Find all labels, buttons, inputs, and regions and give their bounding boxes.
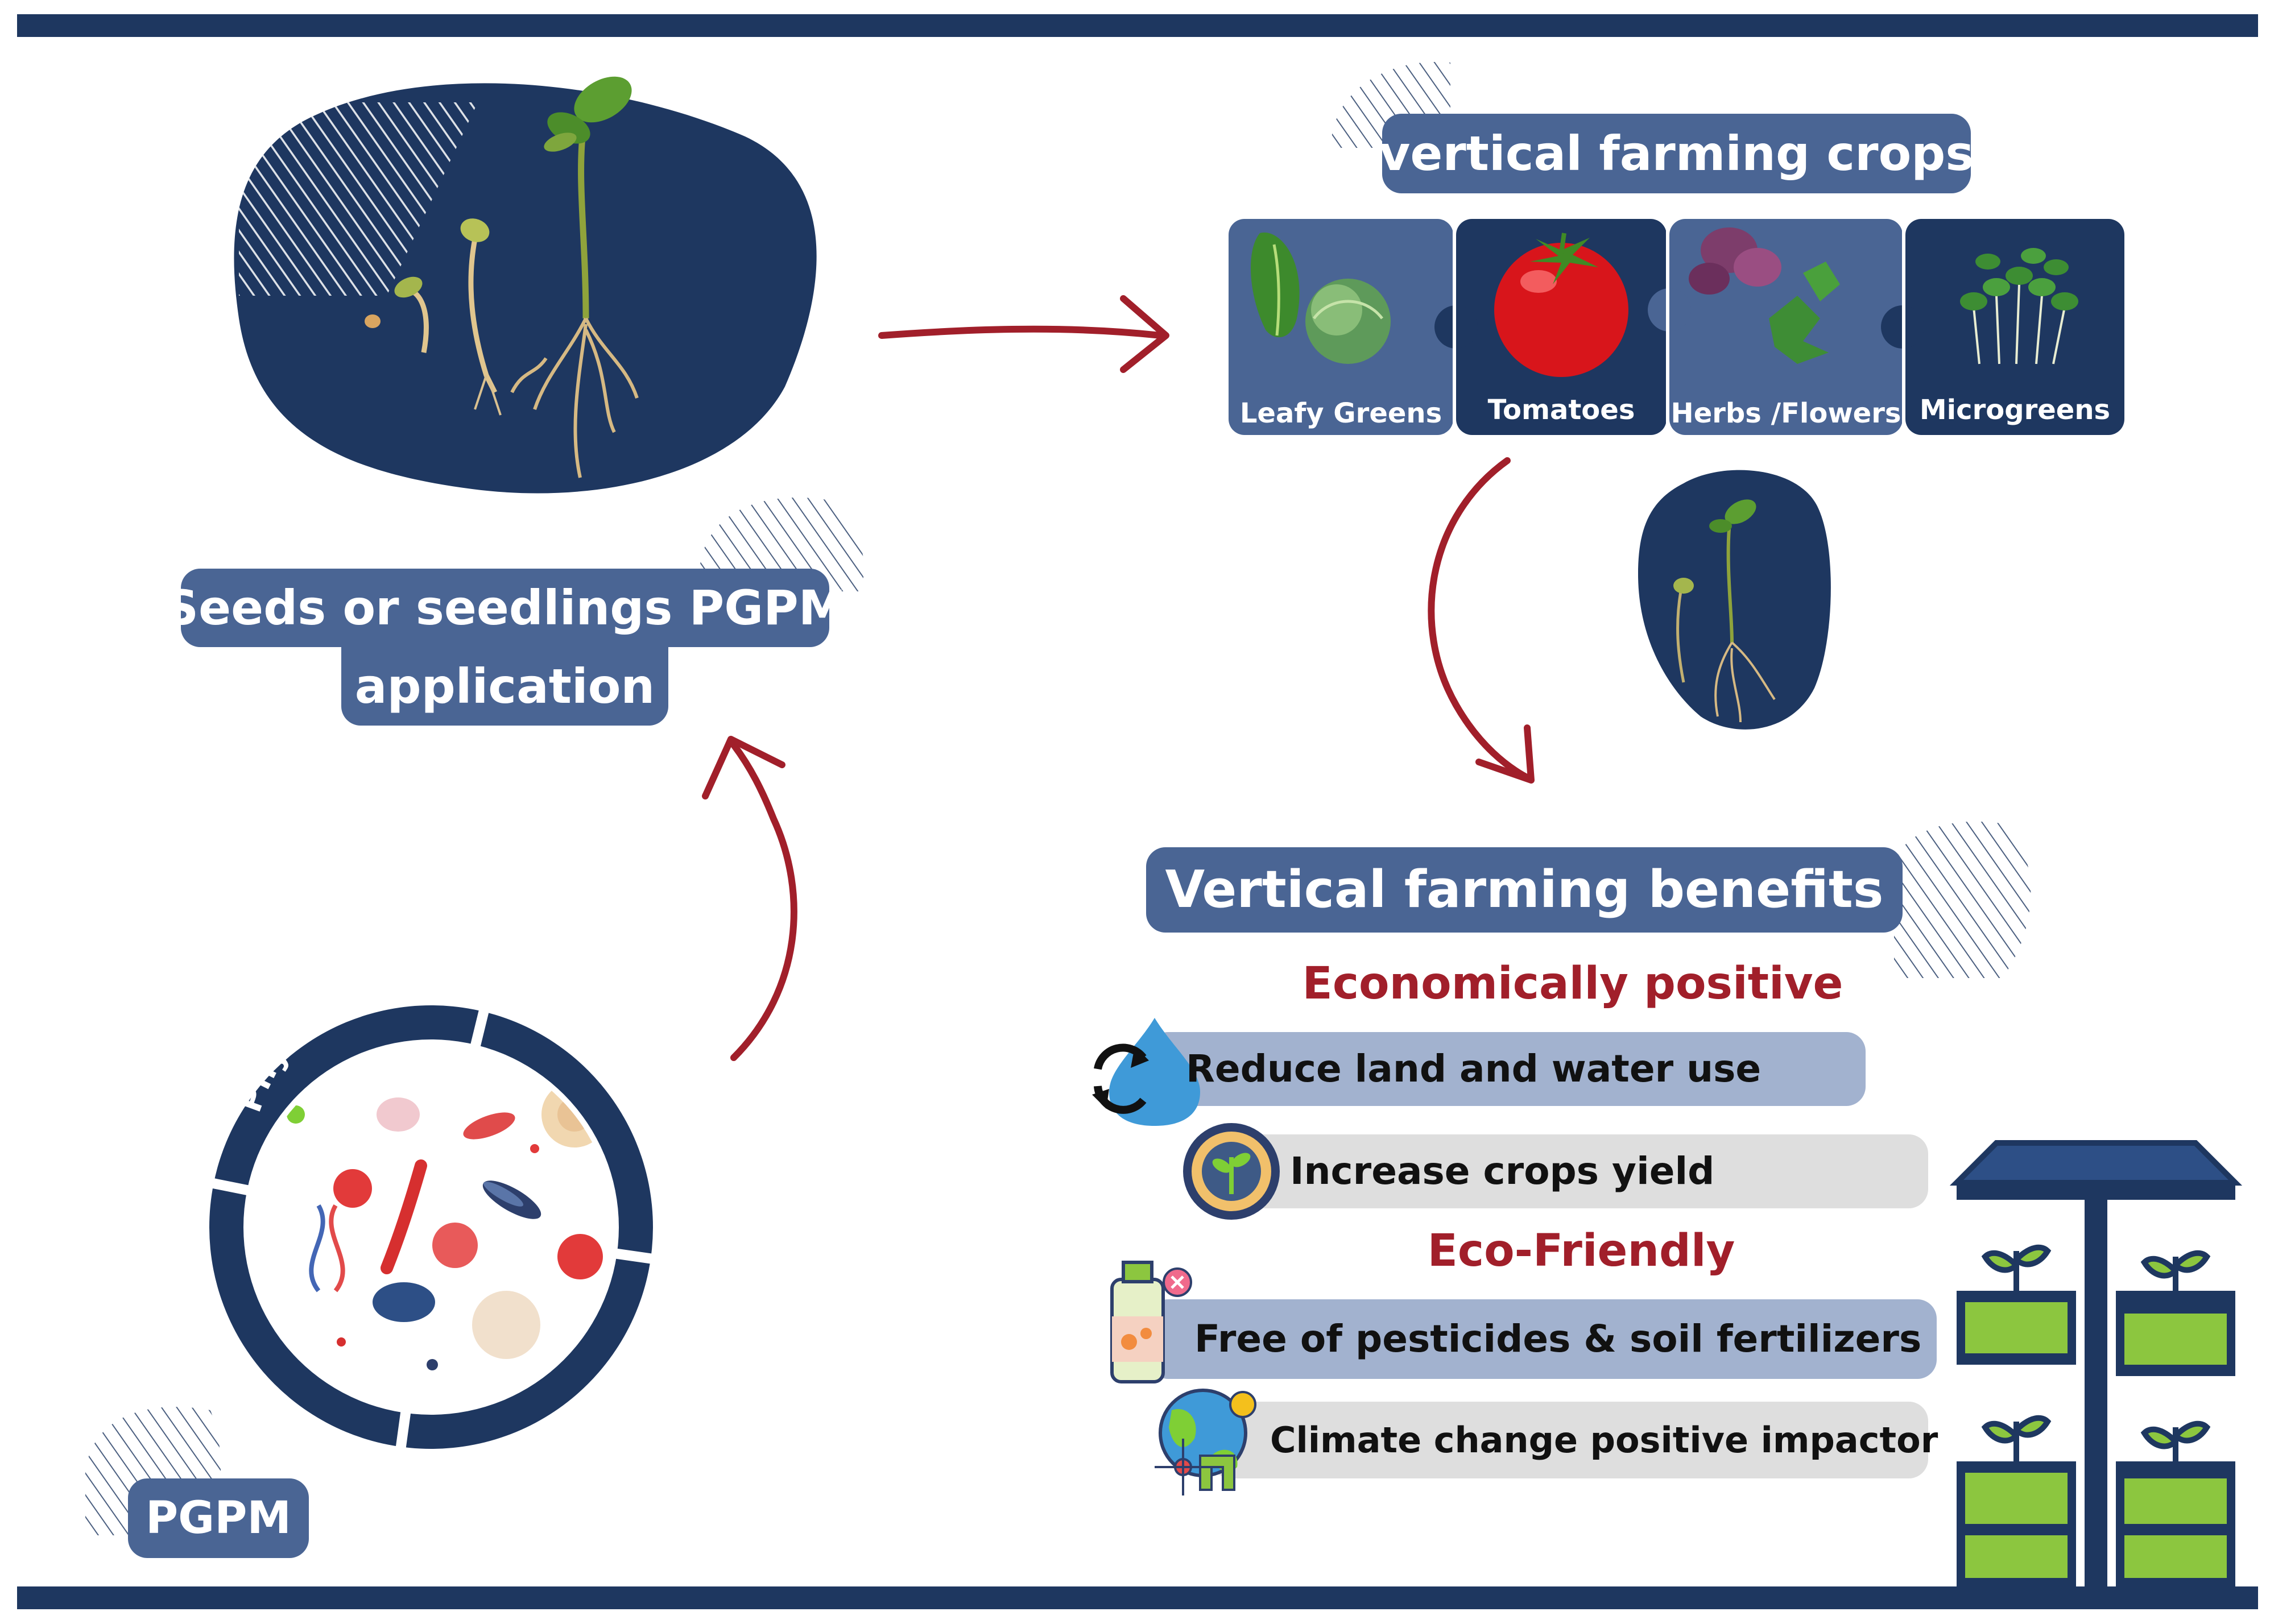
- arrow-pgpm-to-seeds: [730, 741, 797, 1061]
- pgpm-label: PGPM: [128, 1478, 309, 1558]
- benefit-label-pesticides: Free of pesticides & soil fertilizers: [1194, 1317, 1922, 1361]
- benefit-bar-yield: [1209, 1134, 1928, 1208]
- eco-heading: Eco-Friendly: [1427, 1225, 1735, 1277]
- arrow-crops-to-benefits: [1428, 457, 1533, 782]
- microgreens-icon: [1960, 248, 2078, 364]
- small-seedling-illustration: [1638, 470, 1831, 730]
- benefit-bar-land-water: [1149, 1032, 1866, 1106]
- benefits-title: Vertical farming benefits: [1146, 847, 1903, 933]
- seeds-title-line2: application: [341, 647, 668, 726]
- crop-label-leafy-greens: Leafy Greens: [1239, 397, 1442, 429]
- benefit-label-climate: Climate change positive impactor: [1270, 1419, 1938, 1461]
- seeds-title-line1: Seeds or seedlings PGPM: [164, 569, 846, 647]
- benefit-label-yield: Increase crops yield: [1290, 1149, 1715, 1193]
- climate-globe-icon: [1155, 1389, 1256, 1495]
- tomato-icon: [1494, 233, 1628, 377]
- hatch-decoration-seeds: [700, 498, 865, 591]
- crop-puzzle-strip: [1229, 219, 2124, 435]
- crops-title: vertical farming crops: [1379, 114, 1974, 193]
- herbs-icon: [1689, 227, 1840, 364]
- arrow-seeds-to-crops: [878, 325, 1164, 339]
- crop-label-herbs-flowers: Herbs /Flowers: [1671, 397, 1901, 429]
- leafy-greens-icon: [1250, 232, 1391, 364]
- plant-growth-icon: [1183, 1123, 1280, 1220]
- bottom-frame-bar: [17, 1586, 2258, 1609]
- pgpm-ring: [181, 988, 678, 1468]
- benefit-bar-climate: [1212, 1402, 1928, 1478]
- crop-label-microgreens: Microgreens: [1919, 394, 2111, 426]
- economic-heading: Economically positive: [1302, 958, 1843, 1009]
- crop-label-tomatoes: Tomatoes: [1487, 394, 1635, 426]
- water-recycle-icon: [1092, 1018, 1200, 1126]
- benefit-bar-pesticides: [1149, 1299, 1937, 1379]
- benefit-label-land-water: Reduce land and water use: [1186, 1047, 1762, 1091]
- seedling-growth-illustration: [234, 76, 817, 494]
- no-pesticide-bottle-icon: [1110, 1261, 1192, 1383]
- vertical-farm-tower-icon: [1949, 1140, 2243, 1586]
- hatch-decoration-benefits: [1894, 821, 2031, 978]
- top-frame-bar: [17, 14, 2258, 37]
